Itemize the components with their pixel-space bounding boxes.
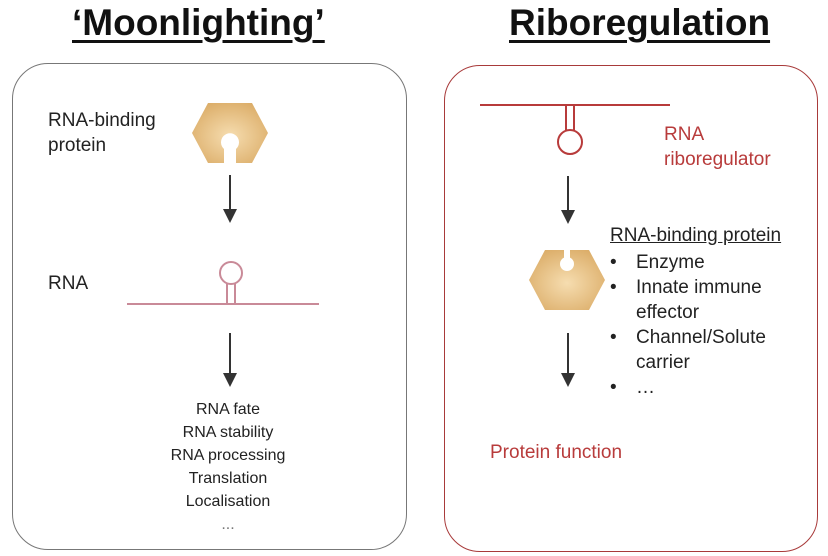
outcome-item: RNA stability: [182, 424, 274, 441]
rna-binding-protein-icon: [192, 103, 268, 165]
arrow-icon: [223, 175, 237, 223]
outcome-item: ...: [221, 516, 235, 533]
outcome-item: Localisation: [185, 493, 271, 510]
rna-label: RNA: [48, 273, 89, 294]
riboregulation-title: Riboregulation: [509, 2, 771, 43]
rbp-label: RNA-binding protein: [48, 110, 156, 156]
arrow-icon: [561, 176, 575, 224]
outcome-item: RNA processing: [170, 447, 286, 464]
rbp-heading: RNA-binding protein: [610, 225, 782, 246]
riboregulator-label: RNA riboregulator: [664, 124, 771, 170]
rbp-types-list: RNA-binding protein Enzyme Innate immune…: [610, 223, 781, 400]
rbp-item: …: [610, 375, 781, 400]
rna-outcomes-list: RNA fate RNA stability RNA processing Tr…: [138, 398, 318, 536]
outcome-item: Translation: [188, 470, 268, 487]
rna-hairpin-icon: [127, 261, 319, 305]
outcome-item: RNA fate: [195, 401, 261, 418]
rbp-item: Enzyme: [610, 250, 781, 275]
moonlighting-title: ‘Moonlighting’: [72, 2, 325, 43]
arrow-icon: [223, 333, 237, 387]
rna-riboregulator-icon: [480, 104, 670, 155]
rna-binding-protein-icon: [529, 248, 605, 310]
arrow-icon: [561, 333, 575, 387]
protein-function-label: Protein function: [490, 442, 623, 463]
